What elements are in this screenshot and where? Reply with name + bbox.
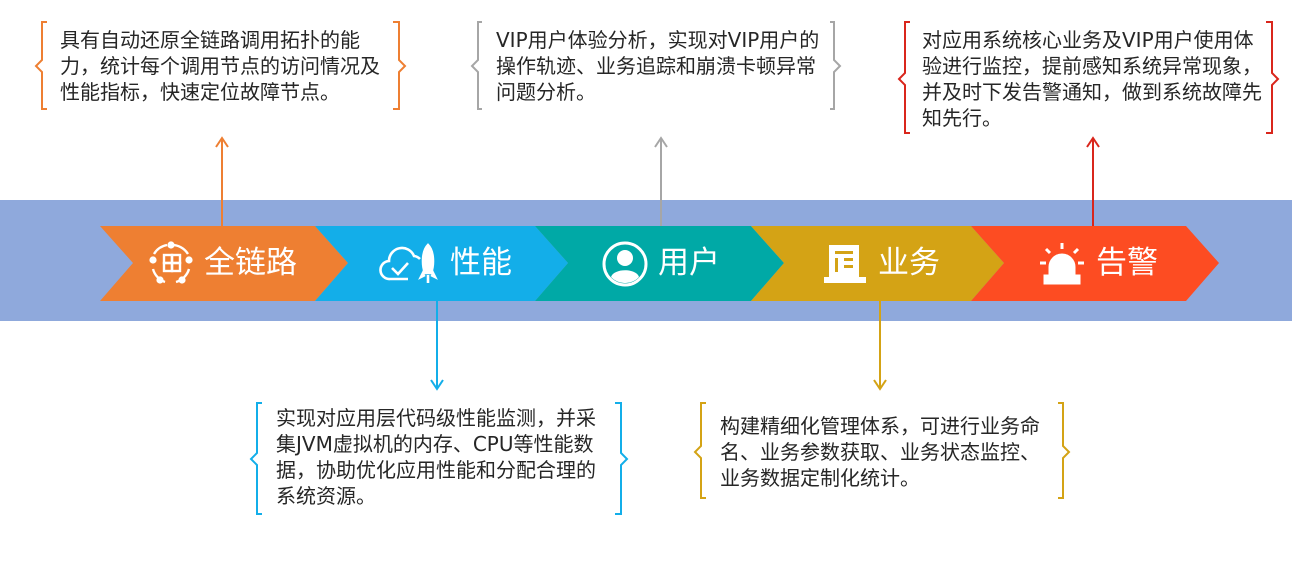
description-user: VIP用户体验分析，实现对VIP用户的操作轨迹、业务追踪和崩溃卡顿异常问题分析。 bbox=[496, 28, 820, 104]
arrow-alert bbox=[1086, 136, 1100, 226]
description-chain: 具有自动还原全链路调用拓扑的能力，统计每个调用节点的访问情况及性能指标，快速定位… bbox=[60, 28, 380, 104]
user-circle-icon bbox=[602, 241, 648, 287]
stage-label-performance: 性能 bbox=[450, 245, 512, 281]
bracket-chain bbox=[34, 21, 407, 110]
arrow-performance bbox=[430, 301, 444, 391]
nodes-cube-icon bbox=[148, 240, 194, 287]
stage-chain[interactable]: 全链路 bbox=[148, 226, 297, 301]
stage-label-alert: 告警 bbox=[1096, 245, 1158, 281]
arrow-chain bbox=[215, 136, 229, 226]
bracket-business bbox=[693, 402, 1071, 499]
alarm-light-icon bbox=[1038, 241, 1086, 287]
stage-alert[interactable]: 告警 bbox=[1038, 226, 1158, 301]
stage-label-user: 用户 bbox=[658, 245, 720, 281]
chevron-alert[interactable] bbox=[971, 226, 1219, 301]
description-performance: 实现对应用层代码级性能监测，并采集JVM虚拟机的内存、CPU等性能数据，协助优化… bbox=[276, 406, 596, 508]
bracket-user bbox=[470, 21, 842, 110]
stage-user[interactable]: 用户 bbox=[602, 226, 720, 301]
cloud-rocket-icon bbox=[378, 241, 440, 287]
description-alert: 对应用系统核心业务及VIP用户使用体验进行监控，提前感知系统异常现象，并及时下发… bbox=[922, 28, 1262, 130]
description-business: 构建精细化管理体系，可进行业务命名、业务参数获取、业务状态监控、业务数据定制化统… bbox=[720, 414, 1040, 490]
ledger-icon bbox=[822, 241, 868, 287]
bracket-alert bbox=[897, 21, 1280, 134]
stage-business[interactable]: 业务 bbox=[822, 226, 940, 301]
arrow-business bbox=[873, 301, 887, 391]
chevron-user[interactable] bbox=[535, 226, 784, 301]
chevron-business[interactable] bbox=[751, 226, 1004, 301]
chevron-performance[interactable] bbox=[315, 226, 568, 301]
stage-performance[interactable]: 性能 bbox=[378, 226, 512, 301]
arrow-user bbox=[654, 136, 668, 226]
bracket-performance bbox=[249, 402, 629, 515]
stage-label-business: 业务 bbox=[878, 245, 940, 281]
stage-label-chain: 全链路 bbox=[204, 245, 297, 281]
